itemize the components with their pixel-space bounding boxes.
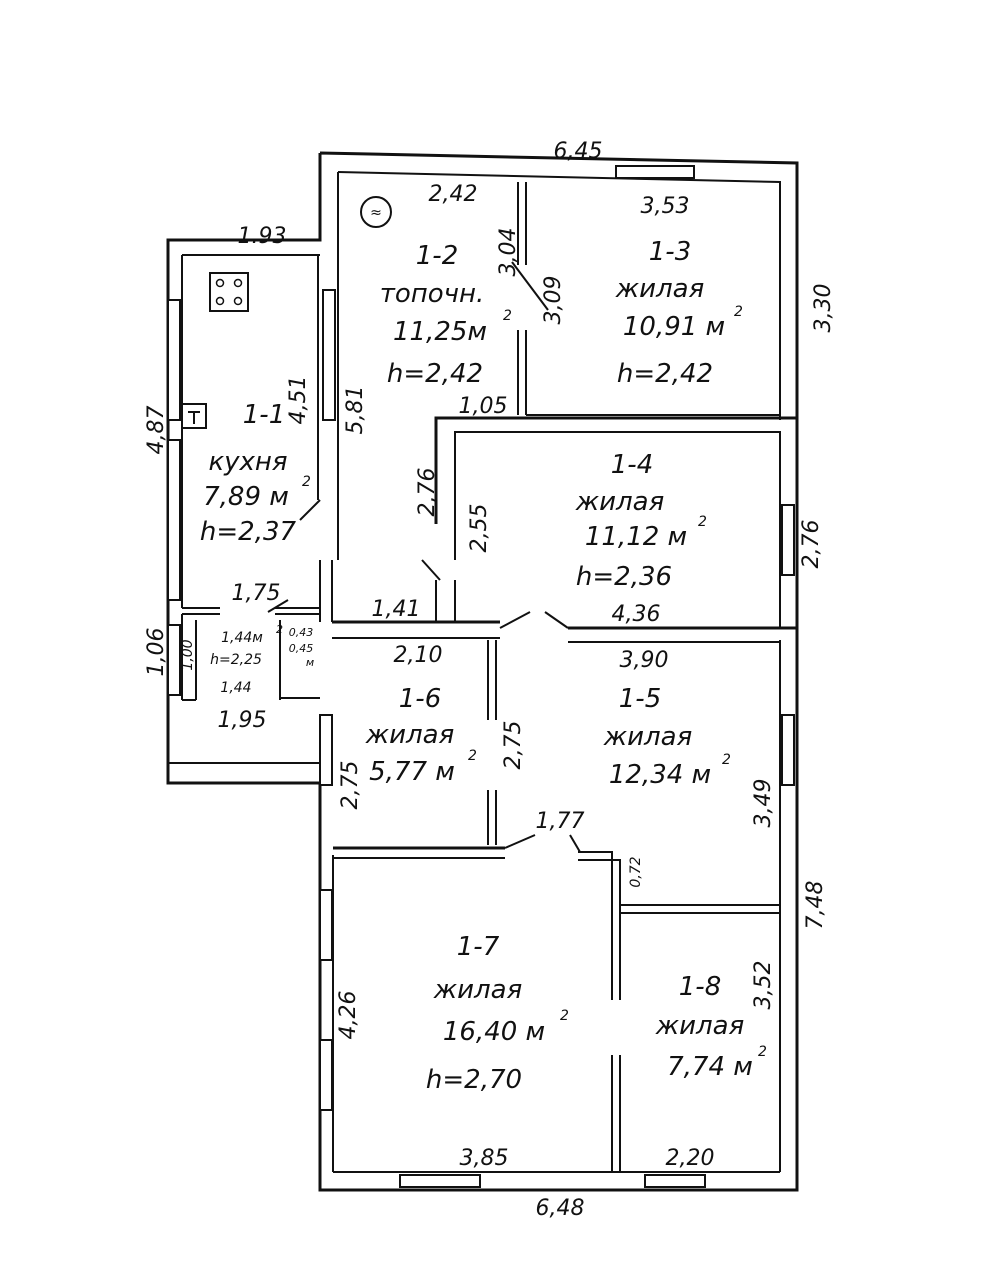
dim-r16-left: 2,75 [338,761,363,810]
dim-r16-top: 2,10 [394,643,443,668]
vestibule-height: h=2,25 [210,652,262,668]
dim-kitchen-left: 4,87 [144,406,169,455]
dim-r12-door-b: 3,09 [541,276,566,325]
room-labels: 1-1 кухня 7,89 м 2 h=2,37 1-2 топочн. 11… [200,237,767,1095]
dim-r16-right: 2,75 [501,721,526,770]
room-1-7-height: h=2,70 [426,1065,522,1095]
windows [167,165,795,1188]
room-1-4-area: 11,12 м [585,522,687,552]
window-r17-bottom [399,1174,481,1188]
room-1-7-name: жилая [433,975,523,1005]
dim-r12-door-a: 3,04 [496,228,521,277]
room-1-1-area: 7,89 м [203,482,289,512]
window-r17-lower [319,1039,333,1111]
stove-icon [209,272,249,312]
room-1-1-name: кухня [208,447,287,477]
room-1-1-id: 1-1 [243,400,285,430]
room-1-2-height: h=2,42 [387,359,483,389]
room-1-2-name: топочн. [380,279,485,309]
dim-r17-left: 4,26 [336,991,361,1040]
dim-r15-mid: 0,72 [628,856,644,887]
window-kitchen-lower [167,439,181,601]
room-1-3-name: жилая [615,274,705,304]
window-r13 [615,165,695,179]
window-kitchen-inner [322,289,336,421]
dim-r13-top: 3,53 [641,194,690,219]
dim-bottom-total: 6,48 [536,1196,585,1221]
window-vestibule [167,624,181,696]
dim-vest-bottom-inner: 1,44 [220,680,251,696]
room-1-6-sup: 2 [468,748,477,764]
dim-top-total: 6,45 [554,139,603,164]
room-1-8-id: 1-8 [679,972,721,1002]
window-r14 [781,504,795,576]
window-r16 [319,714,333,786]
dim-r18-right: 3,52 [751,961,776,1010]
room-1-2-area: 11,25м [393,317,487,347]
dim-r12-bottom: 1,05 [459,394,508,419]
room-1-8-sup: 2 [758,1044,767,1060]
dim-vest-left-b: 1,00 [180,639,196,670]
vestibule-area: 1,44м [221,630,263,646]
dim-r13-right: 3,30 [811,284,836,333]
room-1-3-sup: 2 [734,304,743,320]
dim-r15-right: 3,49 [751,779,776,828]
room-1-5-area: 12,34 м [609,760,711,790]
room-1-6-name: жилая [365,720,455,750]
room-1-8-name: жилая [655,1011,745,1041]
room-1-2-id: 1-2 [416,241,458,271]
room-1-3-id: 1-3 [649,237,691,267]
dim-hall-bottom: 1,41 [372,597,421,622]
window-kitchen-upper [167,299,181,421]
room-1-5-name: жилая [603,722,693,752]
dim-vest-small-area: 0,45 [289,642,314,655]
room-1-4-name: жилая [575,487,665,517]
room-1-4-id: 1-4 [611,450,653,480]
window-r18-bottom [644,1174,706,1188]
dim-kitchen-bottom: 1,75 [232,581,281,606]
room-1-6-id: 1-6 [399,684,441,714]
dim-vest-left-a: 1,06 [144,628,169,677]
room-1-7-id: 1-7 [457,932,500,962]
dim-r15-top: 3,90 [620,648,669,673]
vestibule-sup: 2 [276,623,283,636]
dim-vest-small-unit: м [306,656,314,669]
room-1-5-id: 1-5 [619,684,661,714]
dim-r14-left-b: 2,55 [467,504,492,553]
dim-vest-small-w: 0,43 [289,626,314,639]
dim-hall-right: 5,81 [343,386,368,435]
dim-r17-bottom: 3,85 [460,1146,509,1171]
dim-vest-bottom: 1,95 [218,708,267,733]
room-1-4-height: h=2,36 [576,562,672,592]
dim-r14-bottom: 4,36 [612,602,661,627]
dim-r14-left-a: 2,76 [415,468,440,517]
room-1-8-area: 7,74 м [667,1052,753,1082]
room-1-7-area: 16,40 м [443,1017,545,1047]
heating-symbol-text: ≈ [370,205,382,221]
sink-icon [181,403,207,429]
room-1-5-sup: 2 [722,752,731,768]
window-r15 [781,714,795,786]
room-1-6-area: 5,77 м [369,757,455,787]
room-1-4-sup: 2 [698,514,707,530]
dimensions: 6,45 6,48 1.93 4,87 4,51 1,75 5,81 2,42 … [144,139,836,1221]
dim-outer-right: 7,48 [803,881,828,930]
room-1-1-sup: 2 [302,474,311,490]
room-1-7-sup: 2 [560,1008,569,1024]
dim-doorway: 1,77 [536,809,585,834]
window-r17-upper [319,889,333,961]
dim-kitchen-inner-right: 4,51 [286,376,311,425]
partitions [181,182,797,1172]
room-1-3-height: h=2,42 [617,359,713,389]
room-1-2-sup: 2 [503,308,512,324]
dim-kitchen-top: 1.93 [238,224,287,249]
room-1-1-height: h=2,37 [200,517,297,547]
boiler-icon: ≈ [360,196,392,228]
room-1-3-area: 10,91 м [623,312,725,342]
dim-r14-right: 2,76 [799,520,824,569]
dim-r12-top: 2,42 [429,182,478,207]
dim-r18-bottom: 2,20 [666,1146,715,1171]
